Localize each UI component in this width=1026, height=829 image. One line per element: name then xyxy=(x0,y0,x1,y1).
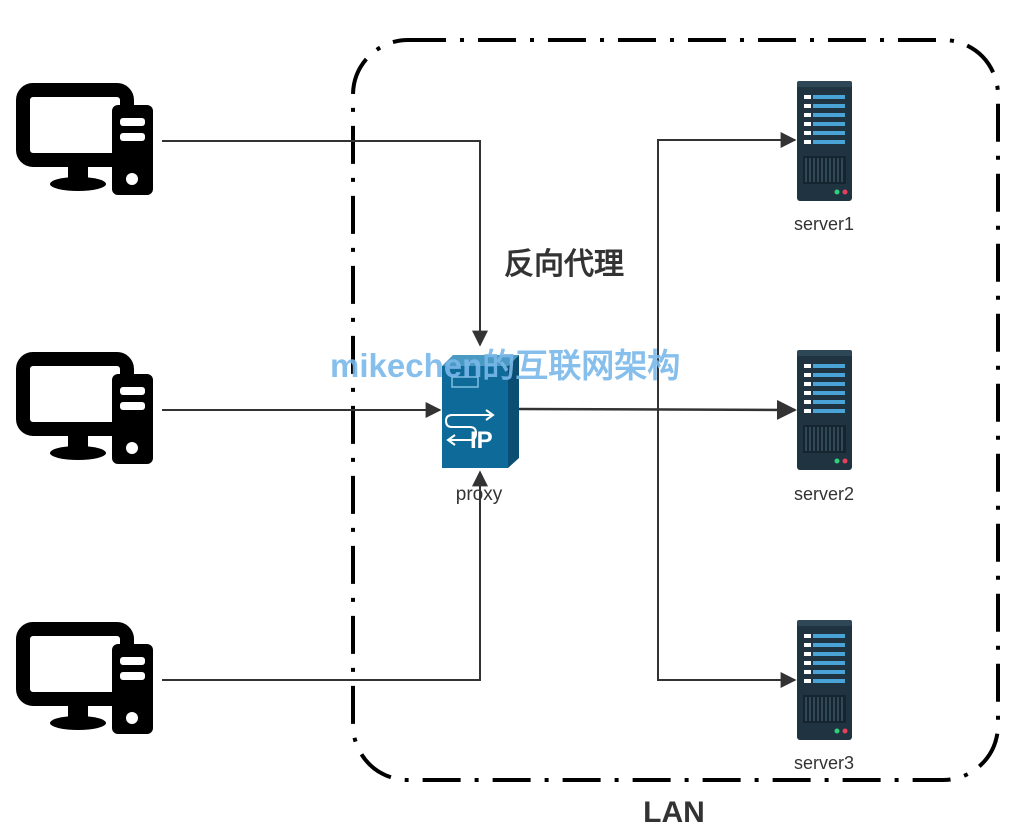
client-computer-1 xyxy=(16,83,153,195)
proxy-server: IP proxy xyxy=(442,355,519,505)
client-computer-2 xyxy=(16,352,153,464)
lan-label: LAN xyxy=(643,796,705,829)
server-1: server1 xyxy=(794,81,854,234)
server3-label: server3 xyxy=(794,753,854,773)
server2-label: server2 xyxy=(794,484,854,504)
rack-server-icon xyxy=(797,81,852,201)
connector-proxy-server3 xyxy=(657,409,797,688)
connector-proxy-server1 xyxy=(657,132,797,409)
watermark-text: mikechen的互联网架构 xyxy=(330,347,680,384)
rack-server-icon xyxy=(797,620,852,740)
connector-client1-proxy xyxy=(162,140,488,347)
server1-label: server1 xyxy=(794,214,854,234)
client-computer-3 xyxy=(16,622,153,734)
desktop-computer-icon xyxy=(16,352,153,464)
desktop-computer-icon xyxy=(16,83,153,195)
proxy-server-icon xyxy=(442,355,519,468)
proxy-label: proxy xyxy=(456,484,503,505)
server-3: server3 xyxy=(794,620,854,773)
connector-client3-proxy xyxy=(162,470,488,681)
proxy-badge: IP xyxy=(470,427,493,454)
rack-server-icon xyxy=(797,350,852,470)
desktop-computer-icon xyxy=(16,622,153,734)
diagram-title: 反向代理 xyxy=(504,248,624,281)
server-2: server2 xyxy=(794,350,854,504)
